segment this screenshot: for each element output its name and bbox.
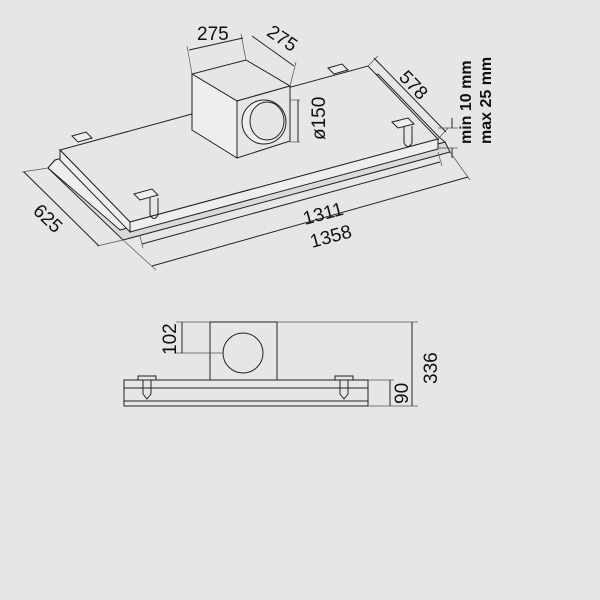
label-duct-depth: 275 — [263, 21, 301, 56]
side-view: 102 336 90 — [123, 321, 442, 407]
bracket-front-left — [133, 188, 159, 219]
label-total-height: 336 — [421, 352, 442, 384]
label-outer-depth: 625 — [29, 200, 66, 237]
label-frame-min: min 10 mm — [458, 60, 475, 144]
label-frame-max: max 25 mm — [478, 57, 495, 144]
side-body — [123, 379, 369, 407]
label-duct-diameter: ø150 — [309, 97, 330, 140]
dim-duct-diameter: ø150 — [290, 97, 330, 143]
side-duct-outlet — [222, 332, 264, 374]
bracket-top — [327, 63, 349, 75]
label-duct-width: 275 — [197, 24, 229, 45]
dim-duct-offset: 102 — [160, 321, 224, 355]
dim-frame-thickness: min 10 mm max 25 mm — [438, 57, 495, 158]
side-bracket-right — [334, 375, 354, 400]
side-bracket-left — [137, 375, 157, 400]
label-body-height: 90 — [392, 383, 413, 404]
bracket-back-left — [71, 131, 93, 143]
dim-body-height: 90 — [368, 379, 413, 406]
label-duct-offset: 102 — [160, 323, 181, 355]
body-right-side — [129, 138, 439, 233]
isometric-view: 275 275 ø150 578 min 10 mm — [21, 21, 495, 271]
dim-duct-width: 275 — [186, 24, 247, 75]
bracket-back-right — [391, 117, 415, 147]
dim-total-height: 336 — [277, 321, 442, 407]
